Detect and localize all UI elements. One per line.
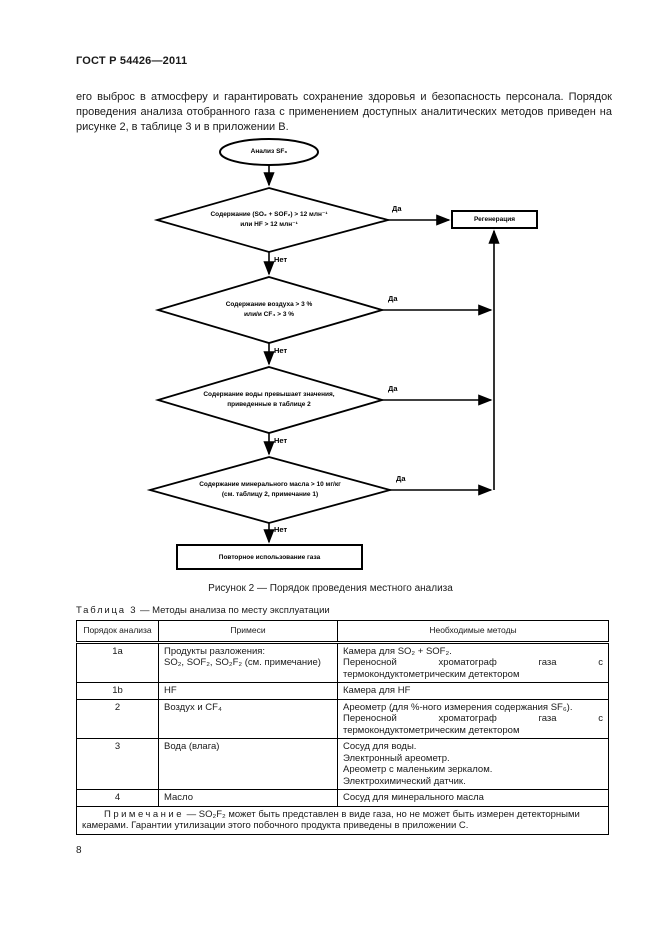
no4-label: Нет: [274, 525, 288, 534]
note-text: — SO₂F₂ может быть представлен в виде га…: [82, 808, 580, 832]
reuse-box: [176, 544, 363, 570]
decision1-line2: или HF > 12 млн⁻¹: [240, 221, 298, 228]
start-label: Анализ SF₆: [250, 148, 288, 155]
figure-caption: Рисунок 2 — Порядок проведения местного …: [208, 583, 453, 594]
row-num: 1a: [76, 641, 159, 683]
standard-code: ГОСТ Р 54426—2011: [76, 55, 188, 67]
row-num: 2: [76, 698, 159, 739]
table-caption-text: — Методы анализа по месту эксплуатации: [137, 605, 330, 616]
table-row: 1a Продукты разложения: SO₂, SOF₂, SO₂F₂…: [76, 641, 609, 683]
flowchart-figure: Анализ SF₆ Содержание (SO₂ + SOF₂) > 12 …: [0, 138, 661, 583]
yes1-label: Да: [392, 204, 402, 213]
decision3-line2: приведенные в таблице 2: [227, 401, 311, 408]
row-methods: Камера для HF: [337, 682, 609, 700]
row-methods: Сосуд для воды. Электронный ареометр. Ар…: [337, 738, 609, 790]
note-label: Примечание: [104, 808, 184, 820]
row-num: 4: [76, 789, 159, 807]
table-note: Примечание — SO₂F₂ может быть представле…: [76, 805, 609, 835]
row-impurity: HF: [158, 682, 338, 700]
row-impurity: Масло: [158, 789, 338, 807]
header-impurity: Примеси: [158, 620, 338, 644]
decision2-line2: или/и CF₄ > 3 %: [243, 311, 295, 318]
row-impurity: Вода (влага): [158, 738, 338, 790]
page-number: 8: [76, 845, 82, 856]
table-caption: Таблица 3 — Методы анализа по месту эксп…: [76, 605, 330, 616]
decision1-line1: Содержание (SO₂ + SOF₂) > 12 млн⁻¹: [210, 211, 328, 218]
reuse-label: Повторное использование газа: [218, 554, 321, 561]
flowchart-diagram: [146, 138, 538, 570]
no2-label: Нет: [274, 346, 288, 355]
decision4-line2: (см. таблицу 2, примечание 1): [221, 491, 319, 498]
yes3-label: Да: [388, 384, 398, 393]
row-methods: Сосуд для минерального масла: [337, 789, 609, 807]
row-num: 1b: [76, 682, 159, 700]
table-caption-label: Таблица 3: [76, 605, 138, 616]
table-row: 4 Масло Сосуд для минерального масла: [76, 789, 609, 807]
methods-table: Порядок анализа Примеси Необходимые мето…: [76, 620, 609, 835]
decision2-line1: Содержание воздуха > 3 %: [225, 301, 313, 308]
yes2-label: Да: [388, 294, 398, 303]
table-note-row: Примечание — SO₂F₂ может быть представле…: [76, 805, 609, 835]
row-impurity: Продукты разложения: SO₂, SOF₂, SO₂F₂ (с…: [158, 641, 338, 683]
row-num: 3: [76, 738, 159, 790]
table-row: 3 Вода (влага) Сосуд для воды. Электронн…: [76, 738, 609, 790]
decision4-line1: Содержание минерального масла > 10 мг/кг: [199, 481, 341, 488]
table-row: 2 Воздух и CF₄ Ареометр (для %-ного изме…: [76, 698, 609, 739]
table-row: 1b HF Камера для HF: [76, 682, 609, 700]
row-impurity: Воздух и CF₄: [158, 698, 338, 739]
yes4-label: Да: [396, 474, 406, 483]
regeneration-box: [451, 210, 538, 229]
row-methods: Ареометр (для %-ного измерения содержани…: [337, 698, 609, 739]
no1-label: Нет: [274, 255, 288, 264]
regeneration-label: Регенерация: [473, 216, 516, 223]
table-header-row: Порядок анализа Примеси Необходимые мето…: [76, 620, 609, 644]
no3-label: Нет: [274, 436, 288, 445]
header-order: Порядок анализа: [76, 620, 159, 644]
header-methods: Необходимые методы: [337, 620, 609, 644]
intro-paragraph: его выброс в атмосферу и гарантировать с…: [76, 91, 612, 133]
row-methods: Камера для SO₂ + SOF₂. Переносной хромат…: [337, 641, 609, 683]
decision3-line1: Содержание воды превышает значения,: [203, 391, 335, 398]
